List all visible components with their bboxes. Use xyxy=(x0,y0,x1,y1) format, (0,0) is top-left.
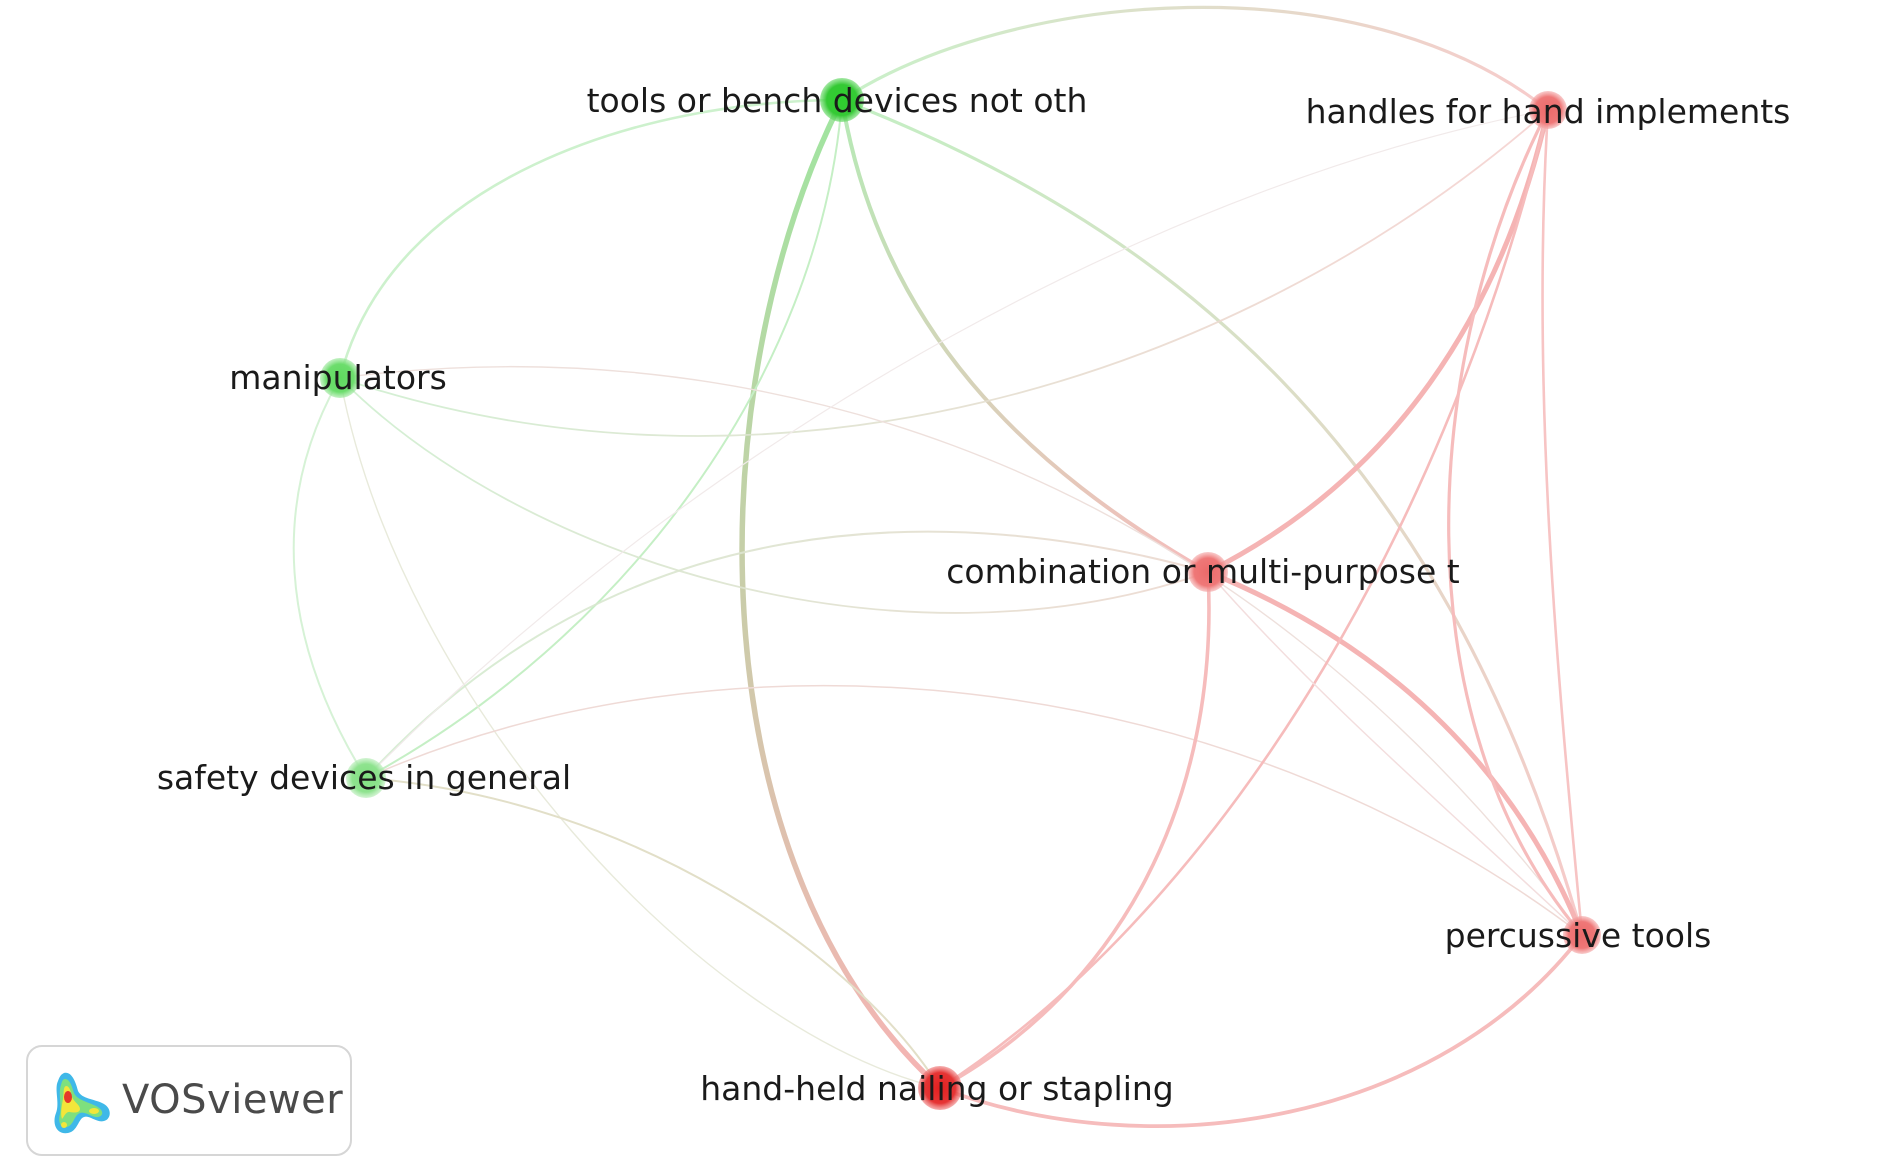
link-safety-combination xyxy=(365,530,1209,779)
link-combination-nailing xyxy=(938,570,1211,1090)
node-tools[interactable] xyxy=(820,78,864,122)
node-label-percussive[interactable]: percussive tools xyxy=(1445,916,1712,955)
link-tools-percussive xyxy=(840,98,1584,937)
link-manipulators-percussive xyxy=(339,365,1583,936)
link-handles-percussive-a xyxy=(1447,108,1584,937)
link-tools-handles xyxy=(840,5,1550,112)
node-percussive[interactable] xyxy=(1563,916,1601,954)
label-layer: tools or bench devices not oth handles f… xyxy=(157,81,1791,1108)
link-tools-combination xyxy=(840,98,1210,574)
link-layer xyxy=(292,5,1585,1128)
link-manipulators-nailing xyxy=(339,377,941,1089)
link-combination-handles xyxy=(1205,107,1551,575)
link-tools-safety xyxy=(365,99,843,779)
link-tools-nailing xyxy=(739,97,943,1091)
vosviewer-logo-text: VOSviewer xyxy=(122,1077,344,1123)
vosviewer-badge[interactable]: VOSviewer xyxy=(26,1045,352,1156)
node-combination[interactable] xyxy=(1188,552,1228,592)
link-manipulators-safety xyxy=(292,377,367,779)
vosviewer-heatmap-icon xyxy=(54,1072,110,1134)
link-handles-nailing xyxy=(938,108,1550,1090)
link-safety-percussive xyxy=(365,684,1583,936)
link-manipulators-combination xyxy=(339,377,1209,614)
node-nailing[interactable] xyxy=(918,1066,962,1110)
link-tools-manipulators xyxy=(338,98,844,380)
link-combination-percussive-thin xyxy=(1207,571,1583,936)
link-safety-nailing xyxy=(365,777,941,1089)
node-handles[interactable] xyxy=(1529,91,1567,129)
node-label-safety[interactable]: safety devices in general xyxy=(157,758,571,797)
node-label-manipulators[interactable]: manipulators xyxy=(229,358,447,397)
link-combination-percussive xyxy=(1205,569,1585,938)
node-label-combination[interactable]: combination or multi-purpose t xyxy=(946,552,1459,591)
node-label-tools[interactable]: tools or bench devices not oth xyxy=(587,81,1088,120)
link-manipulators-handles xyxy=(339,109,1549,437)
node-label-handles[interactable]: handles for hand implements xyxy=(1306,92,1791,131)
link-percussive-nailing xyxy=(938,933,1584,1128)
node-layer xyxy=(320,78,1601,1110)
link-safety-handles xyxy=(365,109,1549,779)
node-label-nailing[interactable]: hand-held nailing or stapling xyxy=(700,1069,1173,1108)
node-safety[interactable] xyxy=(346,758,386,798)
link-handles-percussive-b xyxy=(1541,108,1584,937)
node-manipulators[interactable] xyxy=(320,358,360,398)
